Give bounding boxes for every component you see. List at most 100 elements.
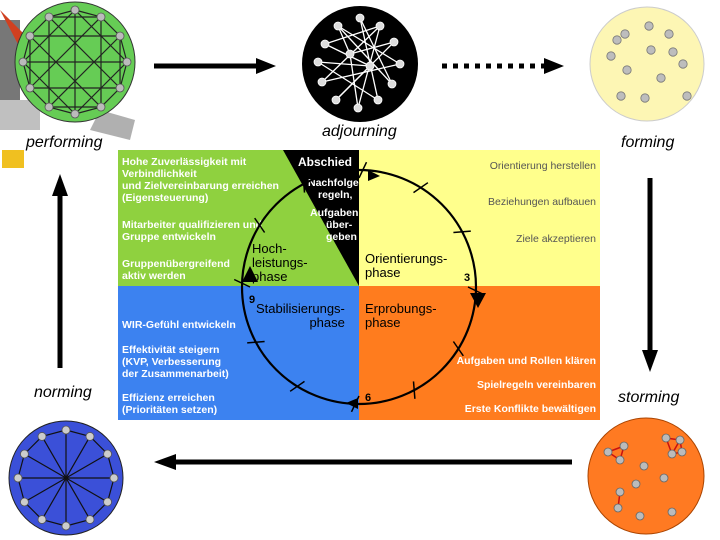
green-line-10: aktiv werden [122,270,186,282]
blue-line-5: Effizienz erreichen [122,392,215,404]
black-line-5: geben [326,231,357,243]
network-node [353,103,363,113]
network-node [37,515,47,524]
orange-line-2: Spielregeln vereinbaren [476,379,596,391]
network-edge [29,16,50,37]
network-node [44,102,54,112]
network-node [677,447,687,457]
clock-tick [254,217,266,233]
network-edge [335,65,371,101]
stage-label-performing: performing [26,134,103,151]
phase-label-high-performance: Hoch- leistungs- phase [252,241,308,284]
network-node [13,473,23,483]
network-node [620,29,630,39]
network-node [682,91,692,101]
network-node [659,473,669,483]
network-edge [321,63,401,83]
network-node [667,507,677,517]
blue-line-3: (KVP, Verbesserung [122,356,222,368]
blue-line-6: (Prioritäten setzen) [122,404,218,416]
network-node [61,425,71,435]
quadrant-high-performance: Hohe Zuverlässigkeit mit Verbindlichkeit… [118,150,359,286]
network-node [387,79,397,89]
network-node [70,109,80,119]
green-line-4: (Eigensteuerung) [122,192,209,204]
performing-network-image [0,0,140,170]
clock-tick [302,175,306,193]
network-edge [22,35,31,63]
network-node [661,433,671,443]
network-edge [29,35,102,108]
stage-label-forming: forming [621,134,675,151]
network-node [25,83,35,93]
network-edge [100,16,121,37]
network-node [70,5,80,15]
network-edge [337,25,393,85]
blue-line-2: Effektivität steigern [122,344,220,356]
team-phase-matrix: Hohe Zuverlässigkeit mit Verbindlichkeit… [118,150,600,420]
network-edge [29,87,50,108]
network-node [656,73,666,83]
network-edge [48,106,76,115]
green-line-9: Gruppenübergreifend [122,258,230,270]
adjourning-network-image [300,4,420,124]
network-node [320,39,330,49]
network-edge [337,25,401,65]
network-node [619,441,629,451]
phase-number-9: 9 [249,294,256,306]
network-edge [337,25,351,55]
quadrant-testing: Aufgaben und Rollen klären Spielregeln v… [359,286,600,420]
network-node [678,59,688,69]
network-node [345,49,355,59]
green-line-1: Hohe Zuverlässigkeit mit [122,156,247,168]
network-node [115,31,125,41]
network-node [355,13,365,23]
network-node [612,35,622,45]
clock-tick [358,161,368,179]
network-node [115,83,125,93]
clock-tick [412,381,416,399]
blue-line-1: WIR-Gefühl entwickeln [122,319,236,331]
network-node [96,102,106,112]
network-node [375,21,385,31]
network-node [85,515,95,524]
green-line-2: Verbindlichkeit [122,168,197,180]
network-edge [29,16,102,89]
network-edge [119,35,128,63]
network-node [644,21,654,31]
network-node [109,473,119,483]
green-line-3: und Zielvereinbarung erreichen [122,180,279,192]
yellow-line-2: Beziehungen aufbauen [487,196,596,208]
arrow-up-icon [50,172,70,368]
quadrant-orientation: Orientierung herstellen Beziehungen aufb… [359,150,600,286]
clock-tick [289,380,305,392]
network-edge [359,17,393,85]
network-node [44,12,54,22]
phase-label-testing: Erprobungs- phase [365,301,437,330]
network-node [622,65,632,75]
network-node [18,57,28,67]
arrow-right-icon [154,56,278,76]
network-node [639,461,649,471]
yellow-line-1: Orientierung herstellen [489,160,596,172]
network-node [122,57,132,67]
forming-network-image [587,4,707,124]
phase-number-3: 3 [464,272,471,284]
stage-label-storming: storming [618,389,680,406]
network-node [365,61,375,71]
network-edge [317,61,379,101]
network-edge [74,106,102,115]
network-node [615,487,625,497]
network-edge [48,35,121,108]
network-node [20,497,29,507]
orange-line-3: Erste Konflikte bewältigen [464,403,596,415]
network-node [613,503,623,513]
network-node [667,449,677,459]
network-node [373,95,383,105]
network-node [675,435,685,445]
network-node [317,77,327,87]
black-line-3: Aufgaben [310,207,359,219]
black-line-2: regeln, [318,189,353,201]
network-node [395,59,405,69]
network-edge [74,9,102,18]
